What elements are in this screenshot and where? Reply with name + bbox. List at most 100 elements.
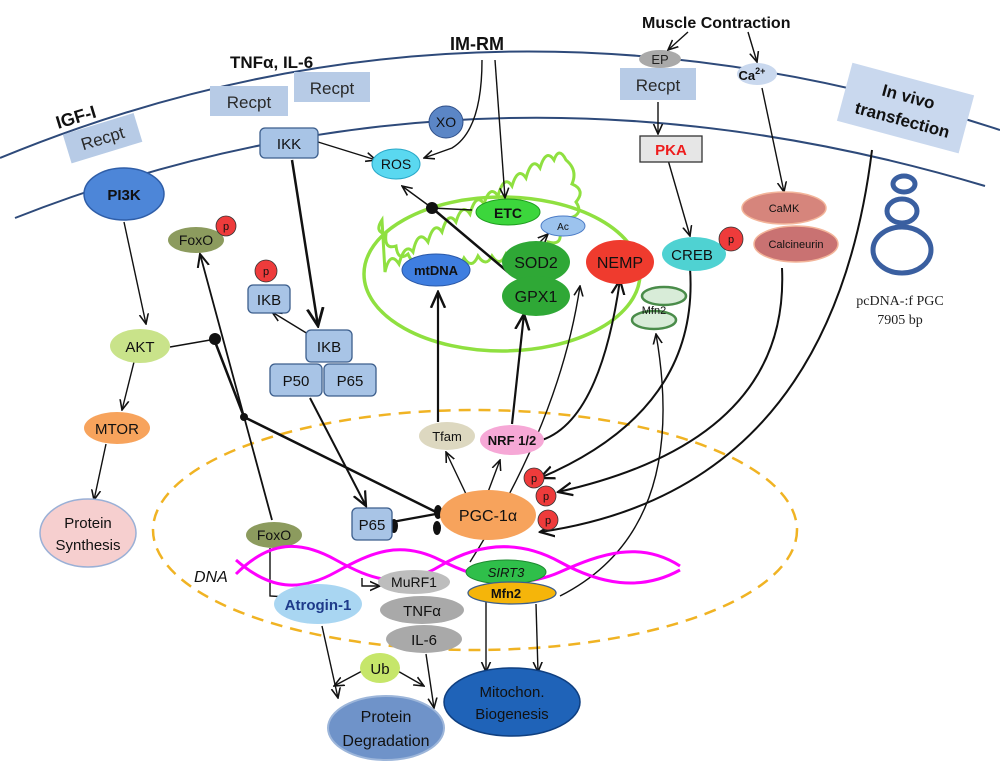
calcium-node (737, 63, 777, 85)
mito-biogenesis-node (443, 667, 581, 737)
tfam-node (419, 422, 475, 450)
plasmid-rings (870, 173, 934, 276)
ros-node (371, 148, 421, 180)
foxo-nuclear-label: FoxO (257, 527, 291, 543)
sirt3-label: SIRT3 (488, 565, 525, 580)
foxo-cyto-node (168, 227, 224, 253)
etc-node (475, 198, 541, 226)
mfn2-nuclear-label: Mfn2 (491, 586, 521, 601)
receptor-igf: Recpt (62, 113, 143, 164)
camk-node (741, 191, 827, 225)
ac-label: Ac (557, 222, 569, 233)
tfam-label: Tfam (432, 429, 462, 444)
p65-nuclear-node (351, 507, 393, 541)
phospho-pgc-2 (535, 485, 557, 507)
mtdna-label: mtDNA (414, 263, 459, 278)
foxo-nuclear-node (246, 522, 302, 548)
ep-node (639, 50, 681, 68)
plasmid-name: pcDNA-:f PGC (856, 294, 944, 309)
phospho-creb-label: p (728, 234, 734, 246)
gpx1-node (502, 276, 570, 316)
ikb-node (305, 329, 353, 363)
phospho-pgc-2-label: p (543, 491, 549, 503)
pi3k-node (83, 167, 165, 221)
mtor-node (84, 412, 150, 444)
foxo-cyto-label: FoxO (179, 232, 213, 248)
phospho-foxo (215, 215, 237, 237)
protein-synthesis-label-1: Protein (64, 515, 112, 532)
phospho-pgc-3-label: p (545, 515, 551, 527)
etc-label: ETC (494, 205, 522, 221)
protein-degradation-label-1: Protein (361, 709, 412, 726)
akt-node (110, 329, 170, 363)
tnfa-label: TNFα (403, 603, 441, 620)
creb-label: CREB (671, 247, 713, 264)
in-vivo-transfection-box: In vivo transfection (836, 62, 975, 154)
protein-synthesis-label-2: Synthesis (55, 537, 120, 554)
phospho-ikb-label: p (263, 266, 269, 278)
p65-label: P65 (337, 373, 364, 390)
xo-node (428, 105, 464, 139)
mito-biogenesis-label-2: Biogenesis (475, 706, 548, 723)
p65-nuclear-label: P65 (359, 517, 386, 534)
pka-label: PKA (655, 142, 687, 159)
murf1-label: MuRF1 (391, 574, 437, 590)
receptor-tnf-2: Recpt (294, 72, 370, 102)
pi3k-label: PI3K (107, 187, 141, 204)
ep-label: EP (651, 52, 668, 67)
mfn2-cyto-label: Mfn2 (642, 305, 666, 317)
creb-node (662, 237, 726, 271)
phospho-pgc-group: p p p (523, 467, 559, 531)
sod2-label: SOD2 (514, 255, 558, 272)
dna-helix (234, 544, 681, 587)
receptor-tnf-1-label: Recpt (227, 93, 272, 112)
protein-synthesis-node (39, 498, 137, 568)
protein-degradation-node (327, 695, 445, 761)
p65-node (323, 363, 377, 397)
phospho-creb (718, 226, 744, 252)
ikb-top-label: IKB (257, 292, 281, 309)
phospho-ikb (254, 259, 278, 283)
phospho-pgc-1 (523, 467, 545, 489)
mito-biogenesis-label-1: Mitochon. (479, 684, 544, 701)
ikb-label: IKB (317, 339, 341, 356)
nemp-label: NEMP (597, 255, 643, 272)
dna-label: DNA (194, 569, 228, 586)
mfn2-nuclear-node (467, 581, 557, 605)
stimulus-muscle-contraction: Muscle Contraction (642, 15, 790, 32)
il6-label: IL-6 (411, 632, 437, 649)
xo-label: XO (436, 114, 456, 130)
nucleus (151, 408, 799, 652)
ub-node (360, 653, 400, 683)
ub-label: Ub (370, 661, 389, 678)
phospho-foxo-label: p (223, 221, 229, 233)
nrf-node (480, 425, 544, 455)
phospho-pgc-3 (537, 509, 559, 531)
protein-degradation-label-2: Degradation (342, 733, 429, 750)
pgc-node (440, 490, 536, 540)
receptor-ep: Recpt (620, 68, 696, 100)
stimulus-tnf: TNFα, IL-6 (230, 53, 313, 72)
sod2-node (502, 241, 570, 283)
p50-label: P50 (283, 373, 310, 390)
mfn2-cyto-rings (630, 285, 688, 331)
akt-label: AKT (125, 339, 154, 356)
pka-node (639, 135, 703, 163)
ac-node (540, 215, 586, 237)
stimulus-imrm: IM-RM (450, 34, 504, 54)
receptor-tnf-2-label: Recpt (310, 79, 355, 98)
calcineurin-label: Calcineurin (768, 239, 823, 251)
receptor-ep-label: Recpt (636, 76, 681, 95)
nrf-label: NRF 1/2 (488, 433, 536, 448)
ros-label: ROS (381, 156, 411, 172)
atrogin-node (274, 584, 362, 624)
ikk-node (259, 127, 319, 159)
nemp-node (586, 240, 654, 284)
p50-node (269, 363, 323, 397)
connectors (94, 31, 873, 708)
phospho-pgc-1-label: p (531, 473, 537, 485)
pgc-label: PGC-1α (459, 508, 517, 525)
plasmid-size: 7905 bp (877, 313, 923, 328)
mtdna-node (401, 253, 471, 287)
